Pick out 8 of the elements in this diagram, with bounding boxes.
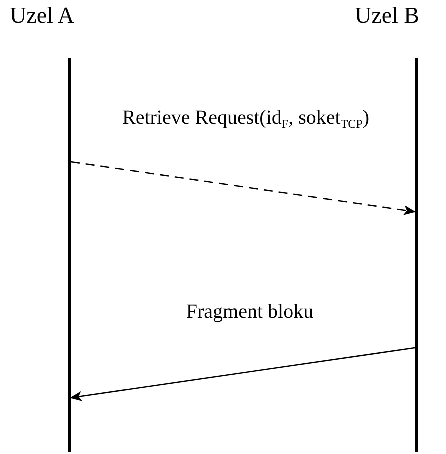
lifeline <box>415 58 418 452</box>
message-arrow <box>70 347 416 402</box>
participant-label: Uzel A <box>10 4 75 27</box>
message-label: Fragment bloku <box>185 300 315 325</box>
message-arrow <box>70 161 416 216</box>
lifeline <box>68 58 71 452</box>
message-label: Retrieve Request(id$_{F}$, soket$_{TCP}$) <box>122 106 370 133</box>
participant-label: Uzel B <box>355 4 420 27</box>
